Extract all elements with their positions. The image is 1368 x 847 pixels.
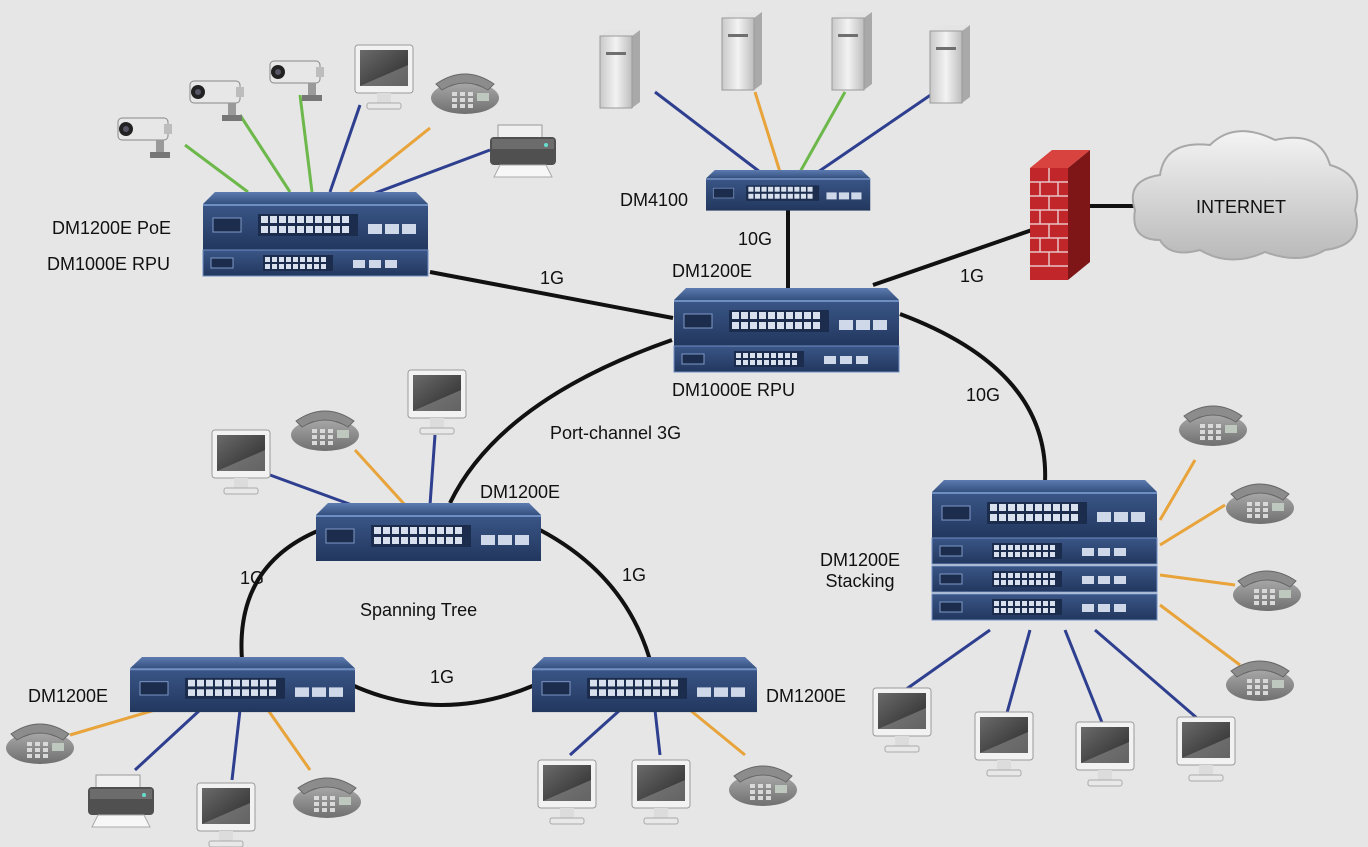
monitor-icon	[872, 687, 932, 753]
monitor-icon	[974, 711, 1034, 777]
printer-icon	[489, 124, 557, 178]
ip-phone-icon	[1232, 570, 1302, 612]
label-dm1000e-rpu-core: DM1000E RPU	[672, 380, 796, 400]
monitor-icon	[1075, 721, 1135, 787]
link-br-monitor-2	[653, 709, 662, 756]
cloud-icon	[1131, 130, 1359, 261]
ip-camera-icon	[269, 60, 325, 102]
link-stack-phone-2	[1159, 503, 1226, 547]
ip-phone-icon	[5, 723, 75, 765]
switch-icon	[531, 656, 758, 713]
ip-phone-icon	[1225, 660, 1295, 702]
server-icon	[721, 11, 763, 91]
link-ring-left	[239, 528, 321, 661]
label-dm1000e-rpu-left: DM1000E RPU	[47, 254, 171, 274]
link-poe-monitor	[328, 104, 362, 193]
link-camera-1	[184, 143, 249, 194]
ip-phone-icon	[1225, 483, 1295, 525]
ip-phone-icon	[290, 410, 360, 452]
link-camera-2	[238, 114, 292, 193]
ip-phone-icon	[292, 777, 362, 819]
monitor-icon	[354, 44, 414, 110]
printer-icon	[87, 774, 155, 828]
link-poe-to-core	[429, 270, 674, 320]
label-dm1200e-ring-top: DM1200E	[480, 482, 561, 502]
monitor-icon	[631, 759, 691, 825]
link-label-poe-to-core: 1G	[540, 268, 565, 288]
link-poe-phone	[349, 126, 431, 194]
link-label-dm4100-to-core: 10G	[738, 229, 773, 249]
link-label-ring-bottom: 1G	[430, 667, 455, 687]
label-dm1200e-ring-right: DM1200E	[766, 686, 847, 706]
monitor-icon	[407, 369, 467, 435]
link-label-core-to-stack: 10G	[966, 385, 1001, 405]
switch-icon	[705, 169, 871, 211]
link-stack-monitor-1	[904, 628, 991, 692]
switch-icon	[315, 502, 542, 562]
ip-camera-icon	[189, 80, 245, 122]
link-label-ring-left: 1G	[240, 568, 265, 588]
monitor-icon	[196, 782, 256, 847]
link-camera-3	[298, 94, 314, 193]
link-br-phone	[689, 708, 746, 757]
monitor-icon	[211, 429, 271, 495]
link-label-firewall-to-core: 1G	[960, 266, 985, 286]
label-spanning-tree: Spanning Tree	[360, 600, 478, 620]
link-server-3	[798, 91, 847, 173]
link-stack-phone-3	[1159, 573, 1236, 587]
monitor-icon	[1176, 716, 1236, 782]
link-stack-monitor-4	[1094, 628, 1206, 727]
label-dm1200e-poe: DM1200E PoE	[52, 218, 172, 238]
ip-camera-icon	[117, 117, 173, 159]
link-ring-monitor-top	[428, 434, 437, 506]
link-core-to-stack	[899, 312, 1048, 483]
server-icon	[929, 24, 971, 104]
label-internet: INTERNET	[1196, 197, 1286, 217]
link-server-2	[753, 91, 782, 173]
label-dm1200e-stacking: DM1200E Stacking	[820, 550, 901, 591]
link-bl-monitor	[230, 709, 242, 781]
switch-icon	[673, 287, 900, 373]
server-icon	[599, 29, 641, 109]
monitor-icon	[537, 759, 597, 825]
link-stack-phone-4	[1159, 603, 1241, 667]
label-dm4100: DM4100	[620, 190, 689, 210]
trunk-links	[239, 204, 1150, 707]
link-ring-monitor-left	[269, 473, 353, 507]
link-bl-phone-right	[266, 709, 312, 771]
link-firewall-to-core	[872, 228, 1033, 287]
link-port-channel	[448, 338, 673, 504]
link-ring-right	[539, 528, 652, 661]
link-stack-monitor-3	[1063, 629, 1107, 731]
server-icon	[831, 11, 873, 91]
link-label-port-channel: Port-channel 3G	[550, 423, 682, 443]
switch-icon	[931, 479, 1158, 621]
link-poe-printer	[369, 148, 491, 197]
switch-icon	[202, 191, 429, 277]
ip-phone-icon	[430, 73, 500, 115]
label-dm1200e-ring-left: DM1200E	[28, 686, 109, 706]
switch-icon	[129, 656, 356, 713]
link-stack-monitor-2	[1003, 629, 1032, 721]
link-bl-printer	[133, 708, 202, 772]
link-stack-phone-1	[1158, 459, 1197, 521]
link-ring-bottom	[351, 683, 536, 707]
link-server-1	[654, 90, 761, 174]
link-ring-phone	[353, 448, 407, 507]
ip-phone-icon	[1178, 405, 1248, 447]
link-label-ring-right: 1G	[622, 565, 647, 585]
firewall-icon	[1030, 150, 1090, 280]
link-server-4	[817, 90, 936, 174]
ip-phone-icon	[728, 765, 798, 807]
label-dm1200e-core: DM1200E	[672, 261, 753, 281]
link-br-monitor-1	[568, 708, 622, 757]
